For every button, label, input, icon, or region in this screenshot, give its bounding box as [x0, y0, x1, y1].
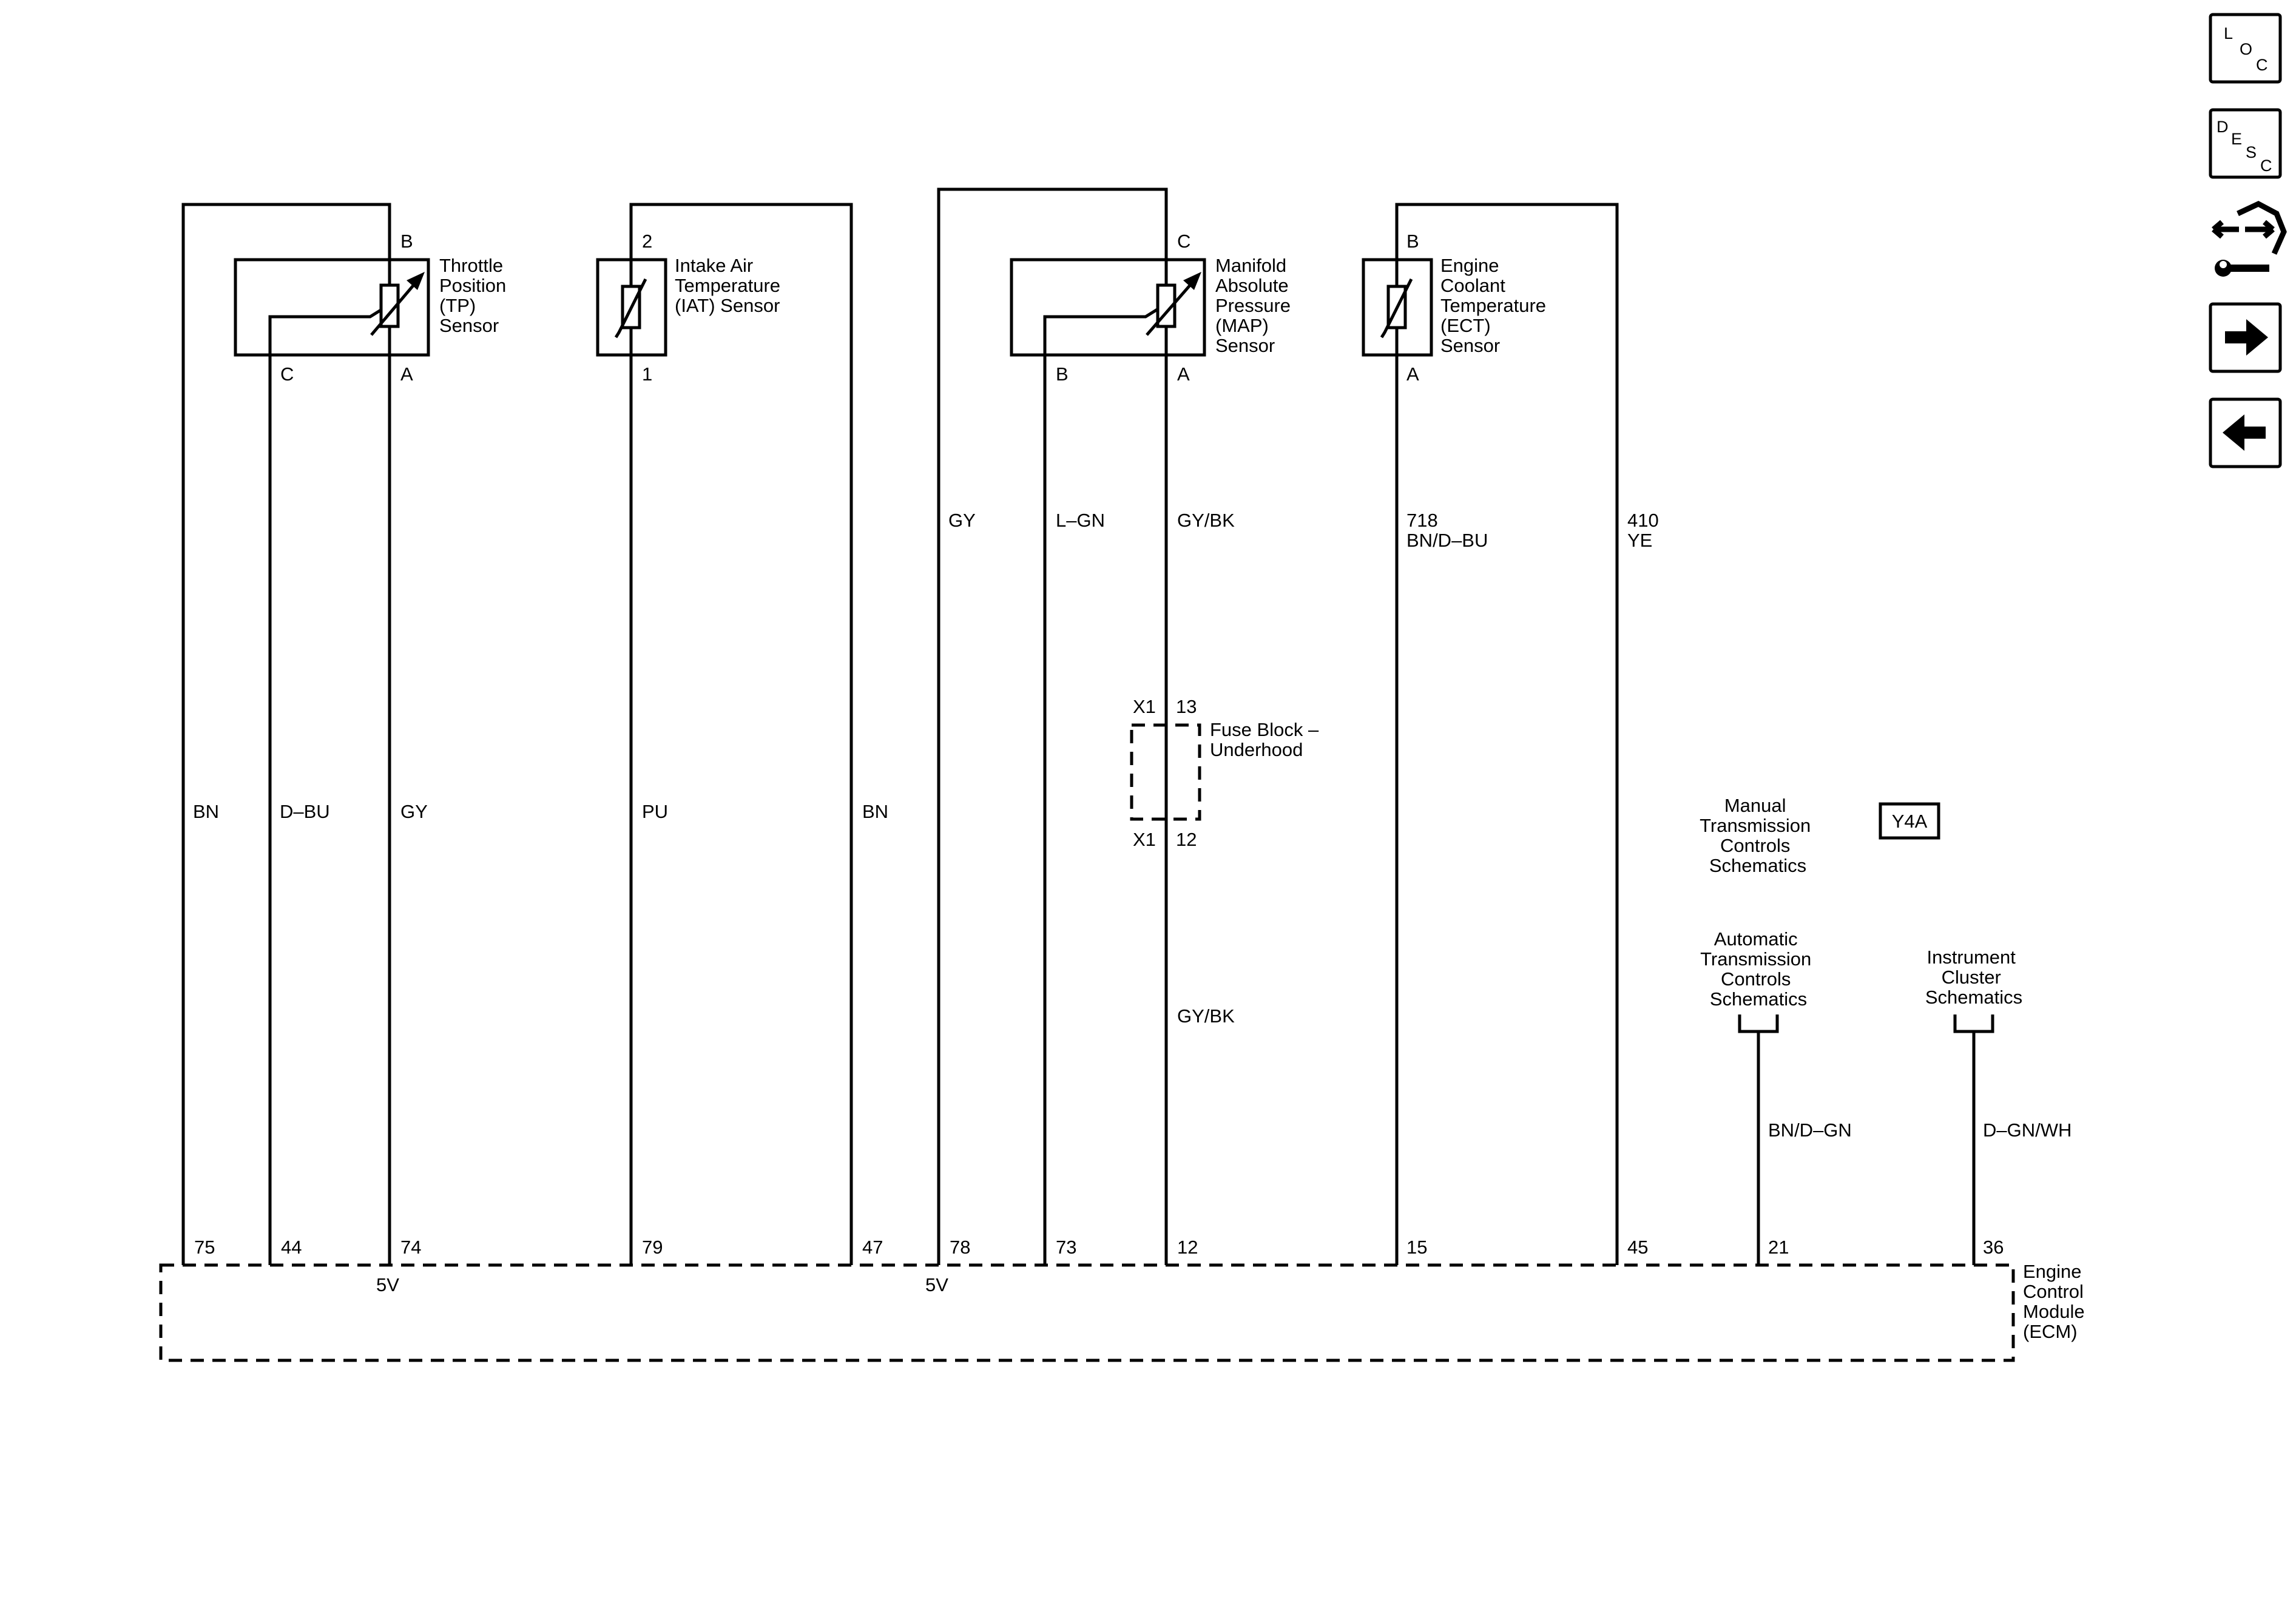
wire-map-gy [937, 187, 1168, 1265]
tp-pin-right: A [400, 363, 413, 385]
ect-sensor-label: Engine Coolant Temperature (ECT) Sensor [1440, 255, 1551, 356]
wire-label-map-gybk-lower: GY/BK [1177, 1005, 1235, 1027]
ecm-pin-45: 45 [1627, 1237, 1648, 1258]
ect-thermistor-slash [1380, 278, 1413, 339]
fuse-block-underhood [1130, 723, 1201, 821]
wire-label-map-lgn: L–GN [1056, 510, 1105, 531]
ecm-5v-ref-tp: 5V [376, 1274, 399, 1295]
svg-text:O: O [2240, 40, 2252, 58]
wire-label-ect-color: BN/D–BU [1406, 530, 1488, 551]
wire-label-map-gybk-upper: GY/BK [1177, 510, 1235, 531]
map-pin-right: A [1177, 363, 1190, 385]
svg-text:D: D [2217, 118, 2229, 136]
nav-toolbar: L O C D E S C [2209, 13, 2287, 468]
wire-label-ect-circuit: 718 [1406, 510, 1438, 531]
ecm-pin-21: 21 [1768, 1237, 1789, 1258]
map-arrowhead [1183, 272, 1201, 290]
tp-pin-left: C [280, 363, 294, 385]
iat-pin-bottom: 1 [642, 363, 652, 385]
tp-sensor [234, 258, 430, 357]
wire-ect [1395, 203, 1619, 1265]
ecm-pin-79: 79 [642, 1237, 663, 1258]
wire-label-ye-circuit: 410 [1627, 510, 1659, 531]
map-variable-arrow [1146, 278, 1197, 336]
ect-sensor-box [1362, 258, 1433, 357]
map-pin-top: C [1177, 231, 1190, 252]
ecm-pin-78: 78 [950, 1237, 970, 1258]
map-sensor [1010, 258, 1206, 357]
fuse-block-label: Fuse Block – Underhood [1210, 719, 1324, 760]
arrow-left-icon [2223, 414, 2266, 451]
iat-sensor [596, 258, 667, 357]
ecm [159, 1263, 2015, 1362]
atc-connector-bracket [1738, 1014, 1779, 1033]
svg-text:E: E [2231, 130, 2242, 148]
loc-button[interactable]: L O C [2209, 13, 2282, 84]
iat-thermistor-slash [614, 278, 647, 339]
svg-text:L: L [2224, 24, 2233, 42]
arrow-right-icon [2225, 319, 2268, 356]
fuse-upper-conn: X1 [1133, 696, 1156, 717]
tp-arrowhead [407, 272, 425, 290]
wire-label-iat-pu: PU [642, 801, 668, 822]
iat-pin-top: 2 [642, 231, 652, 252]
ecm-5v-ref-map: 5V [925, 1274, 948, 1295]
next-page-button[interactable] [2209, 302, 2282, 373]
wire-label-iat-bn: BN [862, 801, 888, 822]
svg-text:C: C [2256, 56, 2268, 74]
ecm-pin-44: 44 [281, 1237, 302, 1258]
wire-map-lgn [1043, 303, 1166, 1265]
ecm-dashed-box [159, 1263, 2015, 1362]
wire-iat-pu [629, 203, 853, 1265]
ect-pin-bottom: A [1406, 363, 1419, 385]
tp-sensor-box [234, 258, 430, 357]
manual-trans-reference[interactable]: Manual Transmission Controls Schematics [1700, 795, 1816, 876]
wire-label-ye-color: YE [1627, 530, 1652, 551]
wire-label-map-gy: GY [948, 510, 976, 531]
map-sensor-box [1010, 258, 1206, 357]
wiring [181, 187, 1994, 1265]
svg-text:C: C [2260, 157, 2272, 175]
iat-sensor-label: Intake Air Temperature (IAT) Sensor [675, 255, 786, 316]
desc-button[interactable]: D E S C [2209, 108, 2282, 179]
map-sensor-label: Manifold Absolute Pressure (MAP) Sensor [1215, 255, 1296, 356]
tp-pin-top: B [400, 231, 413, 252]
connector-diagnostic-icon[interactable] [2212, 200, 2287, 277]
wire-label-ic: D–GN/WH [1983, 1119, 2071, 1141]
ecm-label: Engine Control Module (ECM) [2023, 1261, 2090, 1342]
svg-text:S: S [2246, 143, 2257, 161]
wire-label-tp-dbu: D–BU [280, 801, 330, 822]
wire-label-tp-gy: GY [400, 801, 428, 822]
ecm-pin-36: 36 [1983, 1237, 2004, 1258]
ic-connector-bracket [1953, 1014, 1994, 1033]
ecm-pin-75: 75 [194, 1237, 215, 1258]
ecm-pin-12: 12 [1177, 1237, 1198, 1258]
ect-pin-top: B [1406, 231, 1419, 252]
ecm-pin-47: 47 [862, 1237, 883, 1258]
ect-sensor [1362, 258, 1433, 357]
fuse-lower-conn: X1 [1133, 829, 1156, 850]
iat-sensor-box [596, 258, 667, 357]
ecm-pin-74: 74 [400, 1237, 421, 1258]
option-code: Y4A [1892, 811, 1928, 832]
option-code-box [1879, 802, 1940, 840]
prev-page-button[interactable] [2209, 397, 2282, 468]
fuse-lower-pin: 12 [1176, 829, 1197, 850]
auto-trans-reference[interactable]: Automatic Transmission Controls Schemati… [1700, 928, 1817, 1010]
ecm-pin-73: 73 [1056, 1237, 1076, 1258]
tp-sensor-label: Throttle Position (TP) Sensor [439, 255, 512, 336]
fuse-upper-pin: 13 [1176, 696, 1197, 717]
tp-variable-arrow [370, 278, 420, 336]
map-pin-left: B [1056, 363, 1069, 385]
instrument-cluster-reference[interactable]: Instrument Cluster Schematics [1925, 947, 2022, 1008]
ecm-pin-15: 15 [1406, 1237, 1427, 1258]
wire-label-tp-bn: BN [193, 801, 219, 822]
wire-label-atc: BN/D–GN [1768, 1119, 1852, 1141]
wire-tp-dbu [268, 303, 391, 1265]
